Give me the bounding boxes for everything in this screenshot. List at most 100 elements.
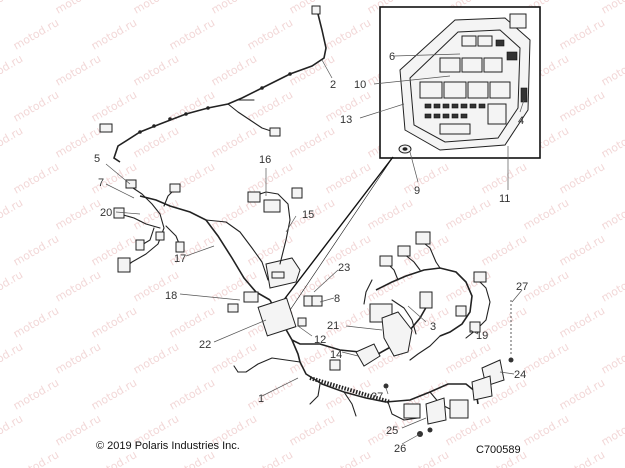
watermark-text: motod.ru — [0, 0, 25, 17]
callout-c3: 3 — [430, 321, 436, 333]
watermark-text: motod.ru — [557, 88, 607, 124]
watermark-text: motod.ru — [287, 124, 337, 160]
callout-labels: 1234567891011121314151617181920212223242… — [94, 51, 528, 455]
watermark-text: motod.ru — [89, 16, 139, 52]
watermark-text: motod.ru — [89, 376, 139, 412]
watermark-text: motod.ru — [443, 196, 493, 232]
callout-c25: 25 — [386, 425, 398, 437]
watermark-text: motod.ru — [401, 448, 451, 468]
callout-c11: 11 — [499, 193, 510, 205]
watermark-text: motod.ru — [401, 160, 451, 196]
watermark-text: motod.ru — [557, 160, 607, 196]
diagram-code: C700589 — [476, 444, 521, 456]
watermark-text: motod.ru — [53, 196, 103, 232]
watermark-text: motod.ru — [11, 16, 61, 52]
watermark-text: motod.ru — [599, 0, 625, 17]
watermark-text: motod.ru — [245, 376, 295, 412]
watermark-text: motod.ru — [323, 448, 373, 468]
module-15-16 — [247, 187, 303, 289]
watermark-text: motod.ru — [245, 448, 295, 468]
inset-pointer-line — [269, 156, 394, 319]
callout-c4: 4 — [518, 115, 524, 127]
small-parts — [311, 295, 514, 437]
watermark-text: motod.ru — [0, 124, 25, 160]
watermark-text: motod.ru — [557, 16, 607, 52]
callout-c15: 15 — [302, 209, 314, 221]
watermark-text: motod.ru — [287, 412, 337, 448]
callout-c17: 17 — [174, 253, 186, 265]
callout-c24: 24 — [514, 369, 526, 381]
watermark-text: motod.ru — [0, 268, 25, 304]
watermark-text: motod.ru — [599, 268, 625, 304]
callout-c16: 16 — [259, 154, 271, 166]
main-harness — [227, 291, 479, 421]
watermark-text: motod.ru — [11, 304, 61, 340]
watermark-text: motod.ru — [479, 160, 529, 196]
harness-left-cluster — [113, 179, 271, 301]
watermark-text: motod.ru — [521, 340, 571, 376]
watermark-text: motod.ru — [131, 340, 181, 376]
watermark-text: motod.ru — [167, 376, 217, 412]
callout-c26: 26 — [394, 443, 406, 455]
watermark-text: motod.ru — [131, 0, 181, 17]
watermark-text: motod.ru — [557, 376, 607, 412]
callout-c23: 23 — [338, 262, 350, 274]
callout-c8: 8 — [334, 293, 340, 305]
callout-c18: 18 — [165, 290, 177, 302]
watermark-text: motod.ru — [521, 196, 571, 232]
watermark-text: motod.ru — [365, 268, 415, 304]
fuse-box-inset — [379, 6, 541, 159]
watermark-text: motod.ru — [0, 340, 25, 376]
callout-c9: 9 — [414, 185, 420, 197]
watermark-text: motod.ru — [53, 268, 103, 304]
watermark-text: motod.ru — [89, 304, 139, 340]
watermark-text: motod.ru — [245, 16, 295, 52]
watermark-text: motod.ru — [209, 124, 259, 160]
watermark-text: motod.ru — [599, 196, 625, 232]
harness-2 — [99, 5, 327, 163]
callout-c7: 7 — [98, 177, 104, 189]
callout-c21: 21 — [327, 320, 339, 332]
callout-c13: 13 — [340, 114, 352, 126]
watermark-text: motod.ru — [323, 16, 373, 52]
watermark-text: motod.ru — [599, 412, 625, 448]
callout-c10: 10 — [354, 79, 366, 91]
watermark-text: motod.ru — [209, 52, 259, 88]
watermark-text: motod.ru — [365, 196, 415, 232]
watermark-text: motod.ru — [209, 0, 259, 17]
callout-c6: 6 — [389, 51, 395, 63]
watermark-text: motod.ru — [599, 52, 625, 88]
harness-right-cluster — [363, 231, 491, 361]
callout-c19: 19 — [476, 330, 488, 342]
callout-c1: 1 — [258, 393, 264, 405]
watermark-text: motod.ru — [167, 16, 217, 52]
watermark-text: motod.ru — [11, 376, 61, 412]
watermark-text: motod.ru — [131, 52, 181, 88]
callout-c5: 5 — [94, 153, 100, 165]
watermark-text: motod.ru — [167, 304, 217, 340]
watermark-text: motod.ru — [11, 448, 61, 468]
copyright-text: © 2019 Polaris Industries Inc. — [96, 440, 240, 452]
watermark-text: motod.ru — [557, 304, 607, 340]
watermark-text: motod.ru — [323, 160, 373, 196]
watermark-text: motod.ru — [0, 412, 25, 448]
watermark-text: motod.ru — [557, 448, 607, 468]
watermark-text: motod.ru — [0, 52, 25, 88]
watermark-text: motod.ru — [209, 340, 259, 376]
callout-c14: 14 — [330, 349, 342, 361]
inset-pointer-line-2 — [281, 156, 394, 323]
callout-c27b: 27 — [371, 391, 383, 403]
watermark-text: motod.ru — [599, 124, 625, 160]
callout-c20: 20 — [100, 207, 112, 219]
callout-c2: 2 — [330, 79, 336, 91]
watermark-text: motod.ru — [599, 340, 625, 376]
watermark-text: motod.ru — [11, 232, 61, 268]
watermark-text: motod.ru — [89, 160, 139, 196]
watermark-text: motod.ru — [53, 0, 103, 17]
callout-c12: 12 — [314, 334, 326, 346]
watermark-text: motod.ru — [131, 124, 181, 160]
watermark-text: motod.ru — [11, 88, 61, 124]
leader-lines — [105, 53, 525, 445]
watermark-text: motod.ru — [53, 52, 103, 88]
